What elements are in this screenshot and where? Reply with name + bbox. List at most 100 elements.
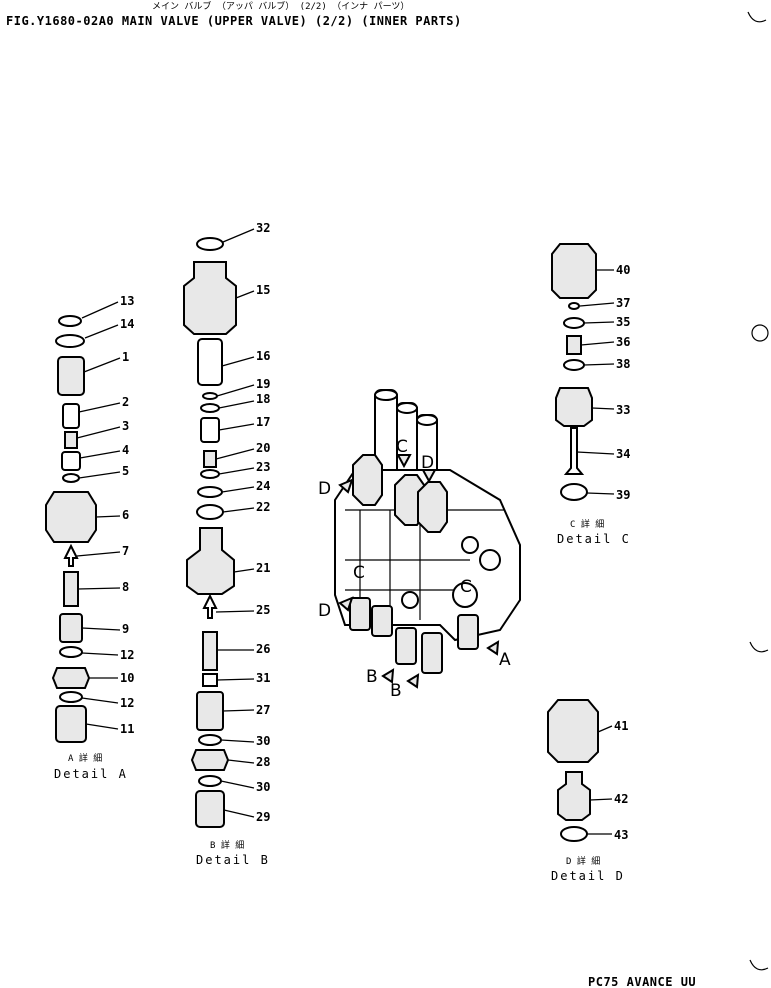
svg-text:D: D (421, 453, 434, 473)
svg-text:12: 12 (120, 648, 134, 662)
detail-b-numbers: 32 15 16 19 18 17 20 23 24 22 21 25 26 3… (256, 221, 270, 824)
detail-d-leaders (587, 725, 613, 835)
view-letters: C D D D C C A B B (318, 437, 511, 701)
part-24-ring (197, 486, 223, 498)
part-43-oring (560, 826, 588, 842)
part-38-oring (563, 359, 585, 371)
part-16-sleeve (197, 338, 223, 386)
svg-text:11: 11 (120, 722, 134, 736)
svg-text:B: B (366, 667, 378, 687)
detail-d-jp-caption: D 詳 細 (566, 855, 600, 867)
part-29-cap (195, 790, 225, 828)
main-valve-body (334, 389, 521, 689)
svg-text:5: 5 (122, 464, 129, 478)
svg-text:7: 7 (122, 544, 129, 558)
part-39-oring (560, 483, 588, 501)
svg-text:14: 14 (120, 317, 134, 331)
part-31-spacer (202, 673, 218, 687)
svg-text:2: 2 (122, 395, 129, 409)
japanese-title: メイン バルブ （アッパ バルブ） (2/2) （インナ パーツ） (152, 0, 409, 12)
svg-text:D: D (318, 479, 331, 499)
part-5-oring (62, 473, 80, 483)
binder-mark-top (747, 11, 767, 23)
svg-text:21: 21 (256, 561, 270, 575)
svg-text:34: 34 (616, 447, 630, 461)
part-13-oring (58, 315, 82, 327)
detail-a-caption: Detail A (54, 767, 128, 781)
svg-text:26: 26 (256, 642, 270, 656)
svg-text:40: 40 (616, 263, 630, 277)
binder-mark-lower (749, 641, 769, 653)
part-23-oring (200, 469, 220, 479)
svg-text:22: 22 (256, 500, 270, 514)
part-12b-oring (59, 691, 83, 703)
part-33-plug (555, 387, 593, 427)
detail-c-leaders (576, 269, 615, 495)
detail-c-caption: Detail C (557, 532, 631, 546)
part-35-shim (563, 317, 585, 329)
svg-text:20: 20 (256, 441, 270, 455)
part-21-plug (186, 527, 235, 595)
svg-text:1: 1 (122, 350, 129, 364)
svg-text:8: 8 (122, 580, 129, 594)
detail-d-assembly (547, 699, 599, 842)
svg-text:19: 19 (256, 377, 270, 391)
part-36-spring (566, 335, 582, 355)
detail-b-jp-caption: B 詳 細 (210, 839, 244, 851)
svg-text:12: 12 (120, 696, 134, 710)
detail-c-numbers: 40 37 35 36 38 33 34 39 (616, 263, 630, 502)
binder-mark-bottom (749, 959, 769, 971)
part-34-poppet (563, 427, 585, 475)
part-12-oring (59, 646, 83, 658)
svg-text:24: 24 (256, 479, 270, 493)
detail-a-leaders (76, 301, 121, 730)
part-28-nut (190, 749, 230, 771)
part-6-plug (45, 491, 97, 543)
svg-text:10: 10 (120, 671, 134, 685)
svg-text:30: 30 (256, 780, 270, 794)
svg-text:4: 4 (122, 443, 129, 457)
part-32-oring (196, 237, 224, 251)
svg-text:B: B (390, 681, 402, 701)
detail-d-caption: Detail D (551, 869, 625, 883)
svg-text:23: 23 (256, 460, 270, 474)
svg-text:18: 18 (256, 392, 270, 406)
svg-text:28: 28 (256, 755, 270, 769)
svg-text:41: 41 (614, 719, 628, 733)
part-27-spring (196, 691, 224, 731)
svg-text:A: A (499, 650, 511, 670)
detail-a-jp-caption: A 詳 細 (68, 752, 102, 764)
part-41-cap (547, 699, 599, 763)
part-14-oring (55, 334, 85, 348)
part-18-oring (200, 403, 220, 413)
detail-a-assembly (45, 315, 97, 743)
detail-c-assembly (551, 243, 597, 501)
part-22-oring (196, 504, 224, 520)
part-8-spring (63, 571, 79, 607)
part-7-poppet (63, 543, 79, 567)
svg-text:3: 3 (122, 419, 129, 433)
detail-b-assembly (183, 237, 237, 828)
part-25-poppet (202, 593, 218, 619)
svg-text:42: 42 (614, 792, 628, 806)
svg-text:36: 36 (616, 335, 630, 349)
part-4-seat (61, 451, 81, 471)
svg-text:39: 39 (616, 488, 630, 502)
svg-text:13: 13 (120, 294, 134, 308)
svg-text:31: 31 (256, 671, 270, 685)
detail-b-leaders (215, 228, 255, 818)
svg-text:33: 33 (616, 403, 630, 417)
svg-text:C: C (353, 563, 365, 583)
part-9-spring (59, 613, 83, 643)
part-15-plug (183, 261, 237, 335)
svg-text:37: 37 (616, 296, 630, 310)
part-19-oring (202, 392, 218, 400)
svg-text:16: 16 (256, 349, 270, 363)
svg-text:27: 27 (256, 703, 270, 717)
part-30-oring (198, 734, 222, 746)
part-10-nut (51, 667, 91, 689)
svg-text:35: 35 (616, 315, 630, 329)
detail-c-jp-caption: C 詳 細 (570, 518, 604, 530)
detail-d-numbers: 41 42 43 (614, 719, 628, 842)
svg-text:D: D (318, 601, 331, 621)
